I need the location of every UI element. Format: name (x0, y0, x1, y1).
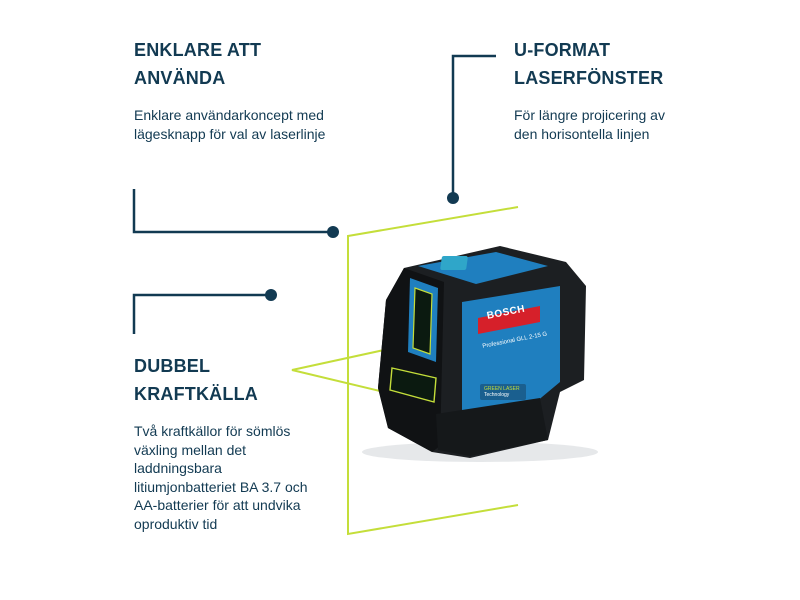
feature-title-line2: KRAFTKÄLLA (134, 384, 258, 404)
badge-subtitle: Technology (484, 392, 510, 398)
badge-label: GREEN LASER Technology (484, 386, 520, 398)
feature-title: DUBBEL KRAFTKÄLLA (134, 352, 334, 408)
brand-plate (478, 306, 540, 334)
laser-vertical-line (347, 206, 519, 536)
feature-title-line1: ENKLARE ATT (134, 40, 262, 60)
feature-title-line2: ANVÄNDA (134, 68, 226, 88)
device-foot (436, 398, 548, 456)
feature-dual-power: DUBBEL KRAFTKÄLLA Två kraftkällor för sö… (134, 352, 334, 533)
callout-dot-power (265, 289, 277, 301)
feature-title: ENKLARE ATT ANVÄNDA (134, 36, 354, 92)
feature-title: U-FORMAT LASERFÖNSTER (514, 36, 734, 92)
device-top-panel (418, 252, 548, 284)
callout-line-easy-use (132, 189, 333, 234)
feature-description: Enklare användarkoncept med lägesknapp f… (134, 107, 326, 142)
top-laser-window (440, 256, 468, 270)
laser-horizontal-beam (291, 349, 385, 393)
feature-u-window: U-FORMAT LASERFÖNSTER För längre projice… (514, 36, 734, 143)
callout-lines (132, 54, 496, 334)
callout-dot-u-window (447, 192, 459, 204)
callout-line-u-window (451, 54, 496, 198)
feature-easy-use: ENKLARE ATT ANVÄNDA Enklare användarkonc… (134, 36, 354, 143)
feature-description: För längre projicering av den horisontel… (514, 107, 665, 142)
feature-description: Två kraftkällor för sömlös växling mella… (134, 423, 308, 532)
feature-title-line1: U-FORMAT (514, 40, 611, 60)
feature-title-line1: DUBBEL (134, 356, 211, 376)
callout-dot-easy-use (327, 226, 339, 238)
green-laser-badge (480, 384, 526, 400)
badge-title: GREEN LASER (484, 386, 520, 392)
laser-level-device (362, 246, 598, 462)
vertical-laser-window (412, 287, 433, 355)
u-laser-window (389, 367, 437, 403)
feature-title-line2: LASERFÖNSTER (514, 68, 664, 88)
callout-line-power (132, 293, 271, 334)
